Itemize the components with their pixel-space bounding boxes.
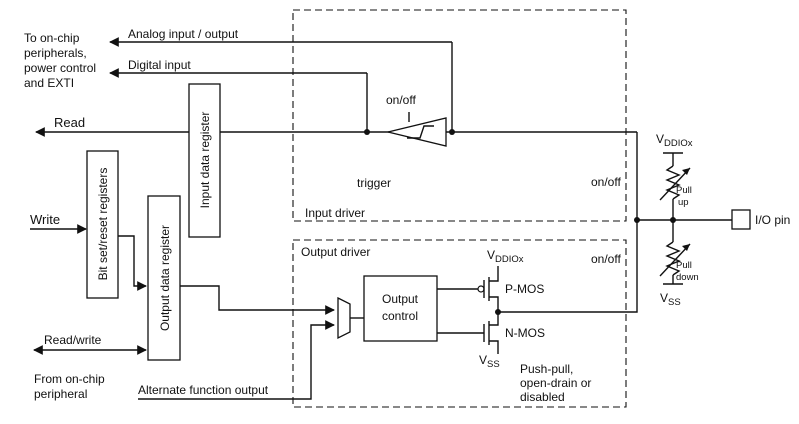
output-control-label: Output	[382, 292, 419, 306]
nmos-label: N-MOS	[505, 326, 545, 340]
input-driver-label: Input driver	[305, 206, 365, 220]
pmos-transistor-icon	[483, 266, 499, 312]
input-data-register-label: Input data register	[198, 112, 212, 209]
bit-set-reset-label: Bit set/reset registers	[96, 168, 110, 281]
output-driver-label: Output driver	[301, 245, 370, 259]
pull-down-label: Pull	[676, 260, 692, 271]
pull-down-label: down	[676, 272, 699, 283]
output-control-label: control	[382, 309, 418, 323]
trigger-label: trigger	[357, 176, 391, 190]
output-data-register-label: Output data register	[158, 225, 172, 331]
alt-function-line	[138, 320, 335, 400]
read-write-label: Read/write	[44, 333, 102, 347]
write-label: Write	[30, 212, 60, 227]
junction-dot	[364, 129, 370, 135]
output-modes-label: open-drain or	[520, 376, 591, 390]
pmos-gate-bubble	[477, 285, 485, 293]
junction-dot	[634, 217, 640, 223]
bitset-to-odr-line	[118, 235, 147, 291]
from-onchip-label: From on-chip peripheral	[34, 372, 105, 401]
output-data-register	[147, 195, 181, 361]
io-pin-label: I/O pin	[755, 213, 790, 227]
svg-text:To on-chip: To on-chip	[24, 31, 80, 45]
input-data-register	[188, 83, 221, 238]
svg-text:peripherals,: peripherals,	[24, 46, 87, 60]
io-pin	[731, 209, 751, 230]
alt-function-output-label: Alternate function output	[138, 383, 269, 397]
pulldown-resistor-icon	[659, 220, 691, 285]
bit-set-reset-registers	[86, 150, 119, 299]
to-onchip-label: To on-chip peripherals, power control an…	[24, 31, 96, 90]
trigger-on-off-label: on/off	[386, 93, 416, 107]
nmos-transistor-icon	[483, 312, 499, 354]
pull-up-label: up	[678, 197, 689, 208]
svg-text:power control: power control	[24, 61, 96, 75]
output-to-pin-line	[498, 220, 638, 313]
svg-text:From on-chip: From on-chip	[34, 372, 105, 386]
svg-text:and EXTI: and EXTI	[24, 76, 74, 90]
vddiox-output: VDDIOx	[487, 248, 524, 265]
vss-pulldown: VSS	[660, 291, 681, 308]
svg-text:peripheral: peripheral	[34, 387, 87, 401]
read-label: Read	[54, 115, 85, 130]
input-driver-region	[292, 9, 627, 222]
output-control	[363, 275, 438, 342]
vddiox-pullup: VDDIOx	[656, 132, 693, 149]
pulldown-on-off-label: on/off	[591, 252, 621, 266]
output-modes-label: Push-pull,	[520, 362, 573, 376]
pullup-on-off-label: on/off	[591, 175, 621, 189]
pmos-label: P-MOS	[505, 282, 544, 296]
vss-output: VSS	[479, 353, 500, 370]
odr-to-mux-line	[180, 285, 335, 315]
output-driver-region	[292, 239, 627, 408]
analog-io-label: Analog input / output	[128, 27, 239, 41]
junction-dot	[449, 129, 455, 135]
multiplexer	[337, 296, 351, 340]
pull-up-label: Pull	[676, 185, 692, 196]
digital-input-label: Digital input	[128, 58, 191, 72]
output-modes-label: disabled	[520, 390, 565, 404]
pullup-resistor-icon	[659, 152, 691, 220]
schmitt-trigger-icon	[387, 112, 447, 147]
